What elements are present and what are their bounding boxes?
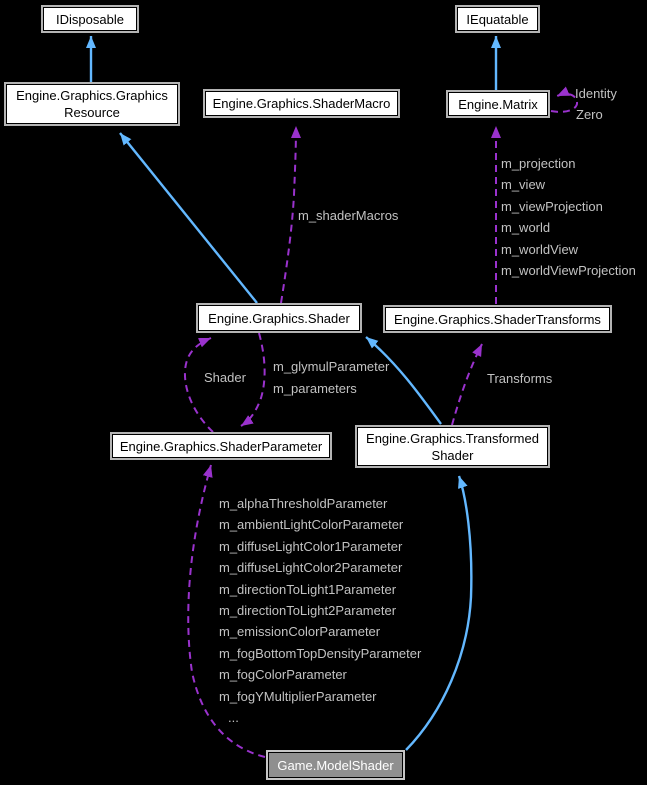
edge-label: m_worldViewProjection — [501, 262, 636, 278]
node-shader[interactable]: Engine.Graphics.Shader — [196, 303, 362, 333]
edge-label-shader-macros: m_shaderMacros — [298, 208, 399, 223]
node-model-shader: Game.ModelShader — [266, 750, 405, 780]
edge-label-glymul-parameter: m_glymulParameter — [273, 359, 390, 374]
edge-label: m_worldView — [501, 241, 579, 257]
usage-arrow-transformedshader-to-shadertransforms — [451, 343, 483, 426]
edge-label: m_projection — [501, 156, 576, 171]
node-shader-transforms[interactable]: Engine.Graphics.ShaderTransforms — [383, 305, 612, 333]
node-matrix[interactable]: Engine.Matrix — [446, 90, 550, 118]
edge-label-matrix-members: m_projection m_view m_viewProjection m_w… — [501, 153, 636, 281]
edge-label-shader: Shader — [204, 370, 246, 385]
edge-label: m_view — [501, 177, 546, 193]
edge-label: m_world — [501, 220, 551, 236]
usage-arrow-matrix-self-loop — [550, 86, 579, 113]
edge-label: m_ambientLightColorParameter — [219, 517, 404, 533]
edge-label-zero: Zero — [576, 107, 603, 122]
edge-label: m_directionToLight2Parameter — [219, 602, 397, 618]
node-idisposable[interactable]: IDisposable — [41, 5, 139, 33]
inheritance-arrow-modelshader-to-transformedshader — [405, 475, 473, 751]
inheritance-arrow-shader-to-graphicsresource — [119, 132, 258, 304]
node-iequatable[interactable]: IEquatable — [455, 5, 540, 33]
usage-arrow-modelshader-to-shaderparameter — [187, 464, 266, 758]
edge-label: m_alphaThresholdParameter — [219, 496, 388, 511]
edge-label: m_viewProjection — [501, 198, 603, 214]
edge-label-transforms: Transforms — [487, 371, 553, 386]
edge-label-identity: Identity — [575, 86, 617, 101]
edge-label-parameters: m_parameters — [273, 381, 357, 396]
usage-arrow-shaderparameter-to-shader — [183, 337, 214, 433]
edge-label-model-members: m_alphaThresholdParameter m_ambientLight… — [219, 493, 421, 728]
edge-label: m_diffuseLightColor2Parameter — [219, 560, 403, 576]
usage-arrow-shader-to-shaderparameter — [240, 332, 266, 427]
node-shader-parameter[interactable]: Engine.Graphics.ShaderParameter — [110, 432, 332, 460]
edge-label: m_diffuseLightColor1Parameter — [219, 538, 403, 554]
edge-label: m_emissionColorParameter — [219, 624, 381, 640]
inheritance-arrow-transformedshader-to-shader — [365, 336, 442, 425]
edge-label: m_fogBottomTopDensityParameter — [219, 645, 422, 661]
edge-label: m_fogColorParameter — [219, 667, 347, 683]
edge-label: m_directionToLight1Parameter — [219, 581, 397, 597]
usage-arrow-shader-to-shadermacro — [280, 125, 301, 304]
edge-label: m_fogYMultiplierParameter — [219, 688, 377, 704]
edge-label-ellipsis: ... — [228, 709, 239, 725]
node-graphics-resource[interactable]: Engine.Graphics.Graphics Resource — [4, 82, 180, 126]
node-shader-macro[interactable]: Engine.Graphics.ShaderMacro — [203, 89, 400, 118]
node-transformed-shader[interactable]: Engine.Graphics.Transformed Shader — [355, 425, 550, 468]
